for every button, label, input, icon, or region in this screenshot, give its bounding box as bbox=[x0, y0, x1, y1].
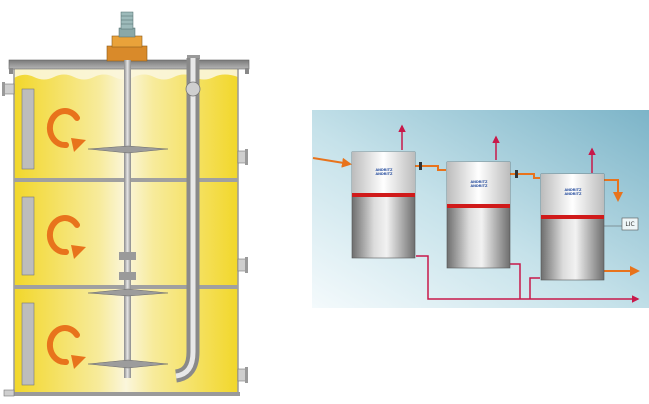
agitated-tank bbox=[2, 11, 250, 397]
baffle bbox=[21, 302, 35, 386]
nozzle bbox=[2, 82, 15, 96]
impeller bbox=[87, 288, 169, 297]
cascade-tank: ANDRITZ ANDRITZ bbox=[351, 151, 416, 259]
tank-brand: ANDRITZ bbox=[471, 184, 488, 188]
tank-brand: ANDRITZ bbox=[376, 168, 393, 172]
overflow-line bbox=[604, 179, 623, 202]
cascade-tank: ANDRITZ ANDRITZ bbox=[540, 173, 605, 281]
tank-brand: ANDRITZ bbox=[565, 188, 582, 192]
cascade-diagram: ANDRITZ ANDRITZ ANDRITZ ANDRITZ ANDRITZ … bbox=[312, 110, 649, 308]
controller-label: LIC bbox=[625, 221, 634, 228]
impeller bbox=[87, 145, 169, 154]
nozzle bbox=[3, 389, 15, 397]
feed-pipe bbox=[174, 55, 201, 383]
agitator-shaft bbox=[124, 60, 131, 378]
drain-line bbox=[416, 255, 640, 303]
gear-motor-icon bbox=[106, 11, 148, 62]
baffle bbox=[21, 88, 35, 170]
impeller bbox=[87, 359, 169, 369]
tank-bottom bbox=[12, 392, 240, 396]
tank-band bbox=[447, 204, 510, 208]
tank-band bbox=[352, 193, 415, 197]
tank-brand: ANDRITZ bbox=[376, 172, 393, 176]
cascade-tank: ANDRITZ ANDRITZ bbox=[446, 161, 511, 269]
circular-arrow-icon bbox=[46, 325, 86, 369]
nozzle bbox=[237, 149, 248, 165]
nozzle bbox=[237, 367, 248, 383]
circular-arrow-icon bbox=[46, 108, 86, 152]
nozzle bbox=[237, 257, 248, 273]
baffle bbox=[21, 196, 35, 276]
tank-brand: ANDRITZ bbox=[471, 180, 488, 184]
circular-arrow-icon bbox=[46, 215, 86, 259]
feed-arrow bbox=[312, 157, 352, 168]
tank-brand: ANDRITZ bbox=[565, 192, 582, 196]
transfer-line bbox=[510, 173, 540, 179]
level-controller: LIC bbox=[604, 217, 639, 231]
tank-band bbox=[541, 215, 604, 219]
transfer-line bbox=[414, 165, 446, 171]
